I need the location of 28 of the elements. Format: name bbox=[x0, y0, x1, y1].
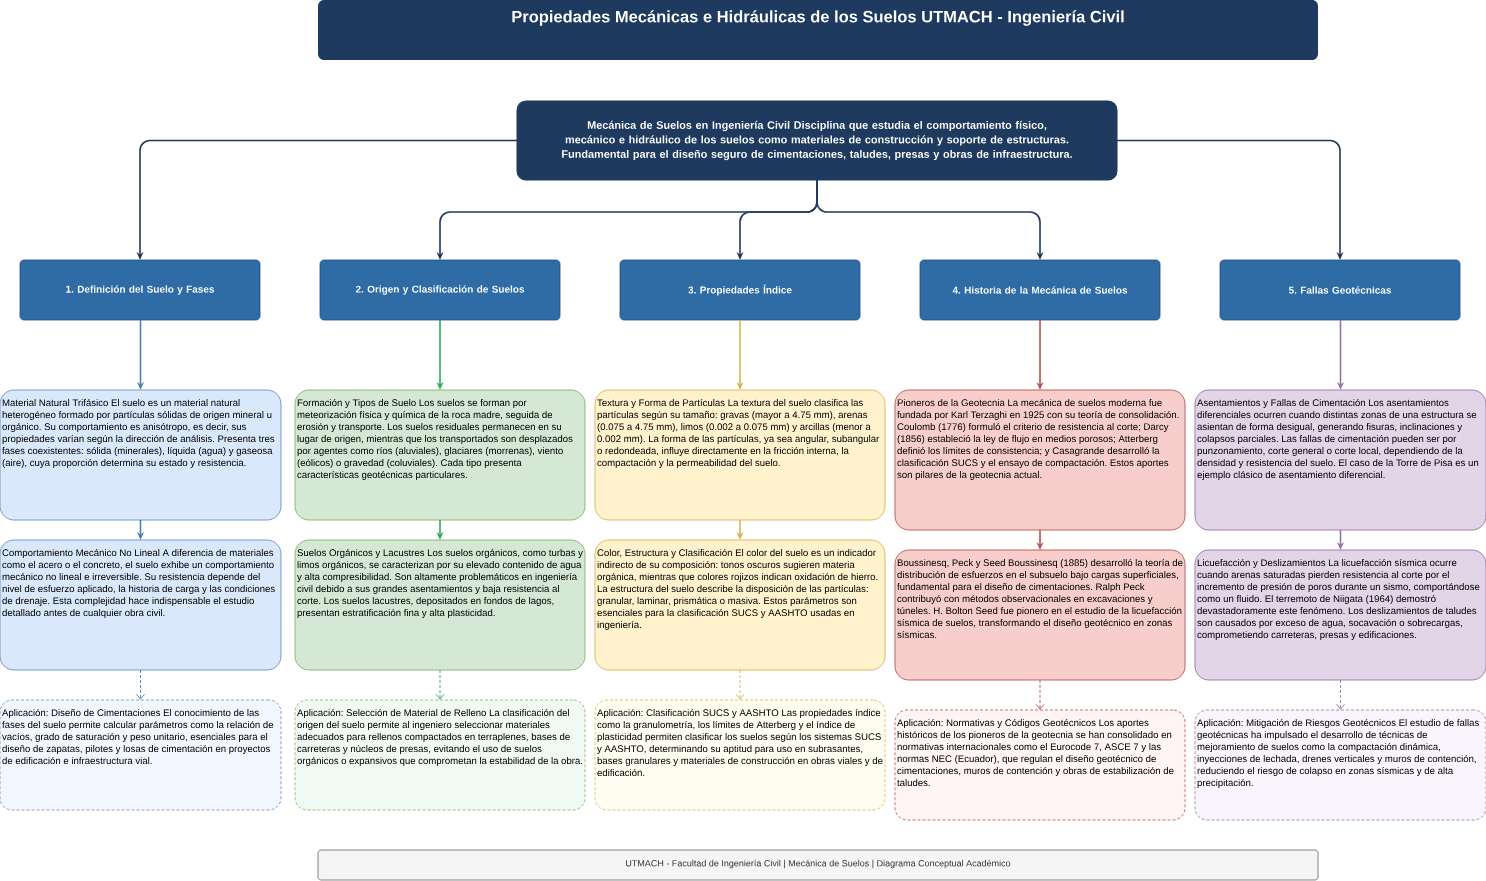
application-box: Aplicación: Selección de Material de Relleno La clasificación del origen del suelo permite al ingeniero seleccionar materiales adecuados para rellenos compactados en terraplenes, bases de carreteras y núcleos de presas, evitando el uso de suelos orgánicos o expansivos que comprometan la estabilidad de la obra. bbox=[294, 699, 586, 811]
info-box: Licuefacción y Deslizamientos La licuefacción sísmica ocurre cuando arenas saturadas pierden resistencia al corte por el incremento de presión de poros durante un sismo, comportándose como un fluido. El terremoto de Niigata (1964) demostró devastadoramente este fenómeno. Los deslizamientos de taludes son causados por exceso de agua, socavación o sobrecargas, comprometiendo carreteras, presas y edificaciones. bbox=[1194, 549, 1486, 681]
topic-box: Mecánica de Suelos en Ingeniería Civil Disciplina que estudia el comportamiento físico, mecánico e hidráulico de los suelos como materiales de construcción y soporte de estructuras. Fundamental para el diseño seguro de cimentaciones, taludes, presas y obras de infraestructura. bbox=[516, 100, 1118, 181]
application-box: Aplicación: Normativas y Códigos Geotécnicos Los aportes históricos de los pioneros de la geotecnia se han consolidado en normativas internacionales como el Eurocode 7, ASCE 7 y las normas NEC (Ecuador), que regulan el diseño geotécnico de cimentaciones, muros de contención y obras de estabilización de taludes. bbox=[894, 709, 1186, 821]
dashed-arrow bbox=[435, 669, 445, 700]
info-box: Suelos Orgánicos y Lacustres Los suelos orgánicos, como turbas y limos orgánicos, se caracterizan por su elevado contenido de agua y alta compresibilidad. Son altamente problemáticos en ingeniería civil debido a sus grandes asentamientos y baja resistencia al corte. Los suelos lacustres, depositados en fondos de lagos, presentan estratificación fina y alta plasticidad. bbox=[294, 539, 586, 671]
category-box: 4. Historia de la Mecánica de Suelos bbox=[919, 259, 1161, 321]
application-box: Aplicación: Clasificación SUCS y AASHTO Las propiedades índice como la granulometría, los límites de Atterberg y el índice de plasticidad permiten clasificar los suelos según los sistemas SUCS y AASHTO, determinando su aptitud para uso en subrasantes, bases granulares y materiales de construcción en obras viales y de edificación. bbox=[594, 699, 886, 811]
dashed-arrow bbox=[735, 669, 745, 700]
info-box: Asentamientos y Fallas de Cimentación Los asentamientos diferenciales ocurren cuando distintas zonas de una estructura se asientan de forma desigual, generando fisuras, inclinaciones y colapsos parciales. Las fallas de cimentación pueden ser por punzonamiento, corte general o corte local, dependiendo de la densidad y resistencia del suelo. El caso de la Torre de Pisa es un ejemplo clásico de asentamiento diferencial. bbox=[1194, 389, 1486, 531]
dashed-arrow bbox=[1035, 679, 1045, 710]
dashed-arrow bbox=[136, 669, 145, 700]
category-box: 3. Propiedades Índice bbox=[619, 259, 861, 321]
info-box: Pioneros de la Geotecnia La mecánica de suelos moderna fue fundada por Karl Terzaghi en 1925 con su teoría de consolidación. Coulomb (1776) formuló el criterio de resistencia al corte; Darcy (1856) estableció la ley de flujo en medios porosos; Atterberg definió los límites de consistencia; y Casagrande desarrolló la clasificación SUCS y el ensayo de compactación. Estos aportes son pilares de la geotecnia actual. bbox=[894, 389, 1186, 531]
category-box: 1. Definición del Suelo y Fases bbox=[19, 259, 261, 321]
info-box: Textura y Forma de Partículas La textura del suelo clasifica las partículas según su tamaño: gravas (mayor a 4.75 mm), arenas (0.075 a 4.75 mm), limos (0.002 a 0.075 mm) y arcillas (menor a 0.002 mm). La forma de las partículas, ya sea angular, subangular o redondeada, influye directamente en la fricción interna, la compactación y la permeabilidad del suelo. bbox=[594, 389, 886, 521]
info-box: Boussinesq, Peck y Seed Boussinesq (1885) desarrolló la teoría de distribución de esfuerzos en el subsuelo bajo cargas superficiales, fundamental para el diseño de cimentaciones. Ralph Peck contribuyó con métodos observacionales en excavaciones y túneles. H. Bolton Seed fue pionero en el estudio de la licuefacción sísmica de suelos, transformando el diseño geotécnico en zonas sísmicas. bbox=[894, 549, 1186, 681]
application-box: Aplicación: Mitigación de Riesgos Geotécnicos El estudio de fallas geotécnicas ha impulsado el desarrollo de técnicas de mejoramiento de suelos como la compactación dinámica, inyecciones de lechada, drenes verticales y muros de contención, reduciendo el riesgo de colapso en zonas sísmicas y de alta precipitación. bbox=[1194, 709, 1486, 821]
dashed-arrow bbox=[1336, 679, 1345, 710]
category-box: 2. Origen y Clasificación de Suelos bbox=[319, 259, 561, 321]
title-banner: Propiedades Mecánicas e Hidráulicas de los Suelos UTMACH - Ingeniería Civil bbox=[318, 0, 1318, 60]
info-box: Comportamiento Mecánico No Lineal A diferencia de materiales como el acero o el concreto, el suelo exhibe un comportamiento mecánico no lineal e irreversible. Su resistencia depende del nivel de esfuerzo aplicado, la historia de carga y las condiciones de drenaje. Esta complejidad hace indispensable el estudio detallado antes de cualquier obra civil. bbox=[0, 539, 282, 671]
application-box: Aplicación: Diseño de Cimentaciones El conocimiento de las fases del suelo permite calcular parámetros como la relación de vacíos, grado de saturación y peso unitario, esenciales para el diseño de zapatas, pilotes y losas de cimentación en proyectos de edificación e infraestructura vial. bbox=[0, 699, 282, 811]
info-box: Material Natural Trifásico El suelo es un material natural heterogéneo formado por partículas sólidas de origen mineral u orgánico. Su comportamiento es anisótropo, es decir, sus propiedades varían según la dirección de análisis. Presenta tres fases coexistentes: sólida (minerales), líquida (agua) y gaseosa (aire), cuya proporción determina su estado y resistencia. bbox=[0, 389, 282, 521]
footer-bar: UTMACH - Facultad de Ingeniería Civil | Mecánica de Suelos | Diagrama Conceptual Académico bbox=[317, 849, 1319, 881]
category-box: 5. Fallas Geotécnicas bbox=[1219, 259, 1461, 321]
info-box: Color, Estructura y Clasificación El color del suelo es un indicador indirecto de su composición: tonos oscuros sugieren materia orgánica, mientras que colores rojizos indican oxidación de hierro. La estructura del suelo describe la disposición de las partículas: granular, laminar, prismática o masiva. Estos parámetros son esenciales para la clasificación SUCS y AASHTO usadas en ingeniería. bbox=[594, 539, 886, 671]
info-box: Formación y Tipos de Suelo Los suelos se forman por meteorización física y química de la roca madre, seguida de erosión y transporte. Los suelos residuales permanecen en su lugar de origen, mientras que los transportados son desplazados por agentes como ríos (aluviales), glaciares (morrenas), viento (eólicos) o gravedad (coluviales). Cada tipo presenta características geotécnicas particulares. bbox=[294, 389, 586, 521]
